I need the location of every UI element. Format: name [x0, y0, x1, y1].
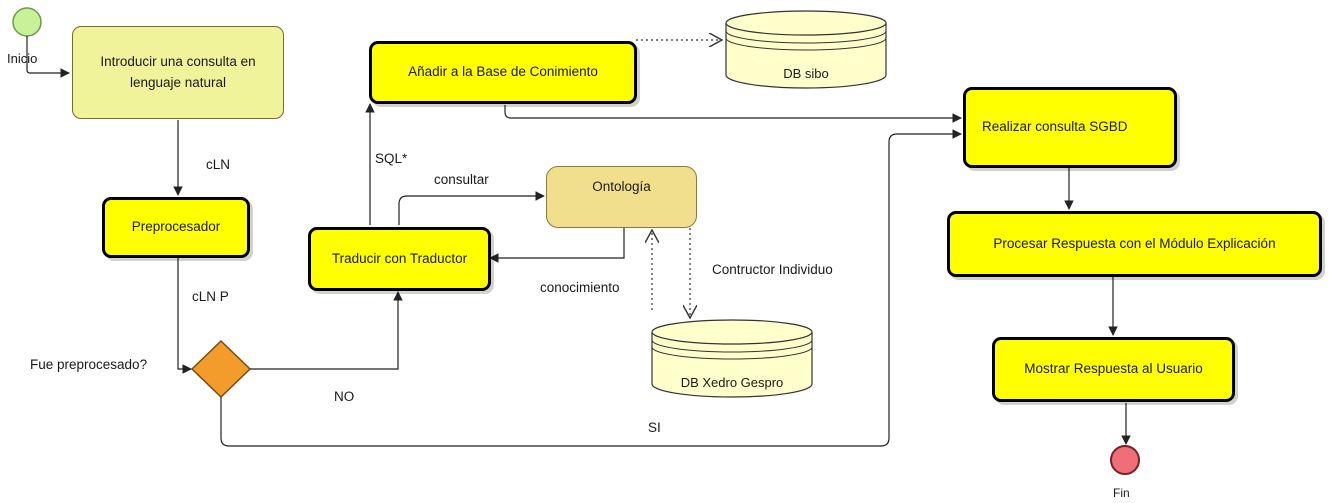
preprocesador-label: Preprocesador: [131, 219, 221, 235]
start-node: [12, 7, 42, 37]
mostrar-respuesta-task: Mostrar Respuesta al Usuario: [992, 337, 1235, 402]
db-xedro-cylinder: [651, 319, 813, 398]
edge-label-si: SI: [648, 420, 661, 435]
decision-diamond: [190, 339, 252, 399]
traducir-label: Traducir con Traductor: [331, 250, 468, 266]
edge-anadir-realizar: [504, 105, 962, 123]
fin-label: Fin: [1113, 486, 1130, 500]
procesar-respuesta-label: Procesar Respuesta con el Módulo Explica…: [993, 235, 1276, 251]
realizar-consulta-task: Realizar consulta SGBD: [963, 87, 1177, 168]
anadir-base-label: Añadir a la Base de Conimiento: [408, 64, 598, 80]
edge-label-conocimiento: conocimiento: [540, 280, 620, 295]
procesar-respuesta-task: Procesar Respuesta con el Módulo Explica…: [947, 211, 1322, 277]
db-xedro-label: DB Xedro Gespro: [680, 375, 784, 390]
decision-label: Fue preprocesado?: [30, 357, 148, 372]
traducir-task: Traducir con Traductor: [308, 227, 491, 291]
edge-preprocesador-decision: [177, 258, 192, 374]
edge-label-no: NO: [334, 389, 355, 404]
inicio-label: Inicio: [7, 51, 38, 66]
introducir-consulta-task: Introducir una consulta en lenguaje natu…: [72, 26, 284, 119]
realizar-consulta-label: Realizar consulta SGBD: [982, 119, 1128, 135]
end-node: [1110, 445, 1140, 475]
mostrar-respuesta-label: Mostrar Respuesta al Usuario: [1024, 361, 1203, 377]
edge-label-clnp: cLN P: [192, 289, 229, 304]
edge-decision-si: [220, 129, 962, 447]
edge-label-consultar: consultar: [434, 172, 489, 187]
preprocesador-task: Preprocesador: [102, 197, 250, 258]
edge-ontologia-traducir: [489, 226, 625, 263]
edge-traducir-ontologia: [398, 191, 545, 225]
edge-inicio-introducir: [26, 36, 70, 78]
edge-label-sql: SQL*: [375, 151, 408, 166]
ontologia-label: Ontología: [592, 179, 651, 194]
introducir-consulta-label: Introducir una consulta en lenguaje natu…: [100, 53, 256, 90]
edge-decision-no: [250, 291, 403, 370]
ontologia-subprocess: Ontología: [546, 166, 697, 228]
db-sibo-cylinder: [725, 10, 887, 89]
edge-label-cln: cLN: [206, 157, 231, 172]
anadir-base-task: Añadir a la Base de Conimiento: [369, 41, 637, 104]
edge-label-contructor: Contructor Individuo: [712, 262, 833, 277]
db-sibo-label: DB sibo: [783, 66, 829, 81]
